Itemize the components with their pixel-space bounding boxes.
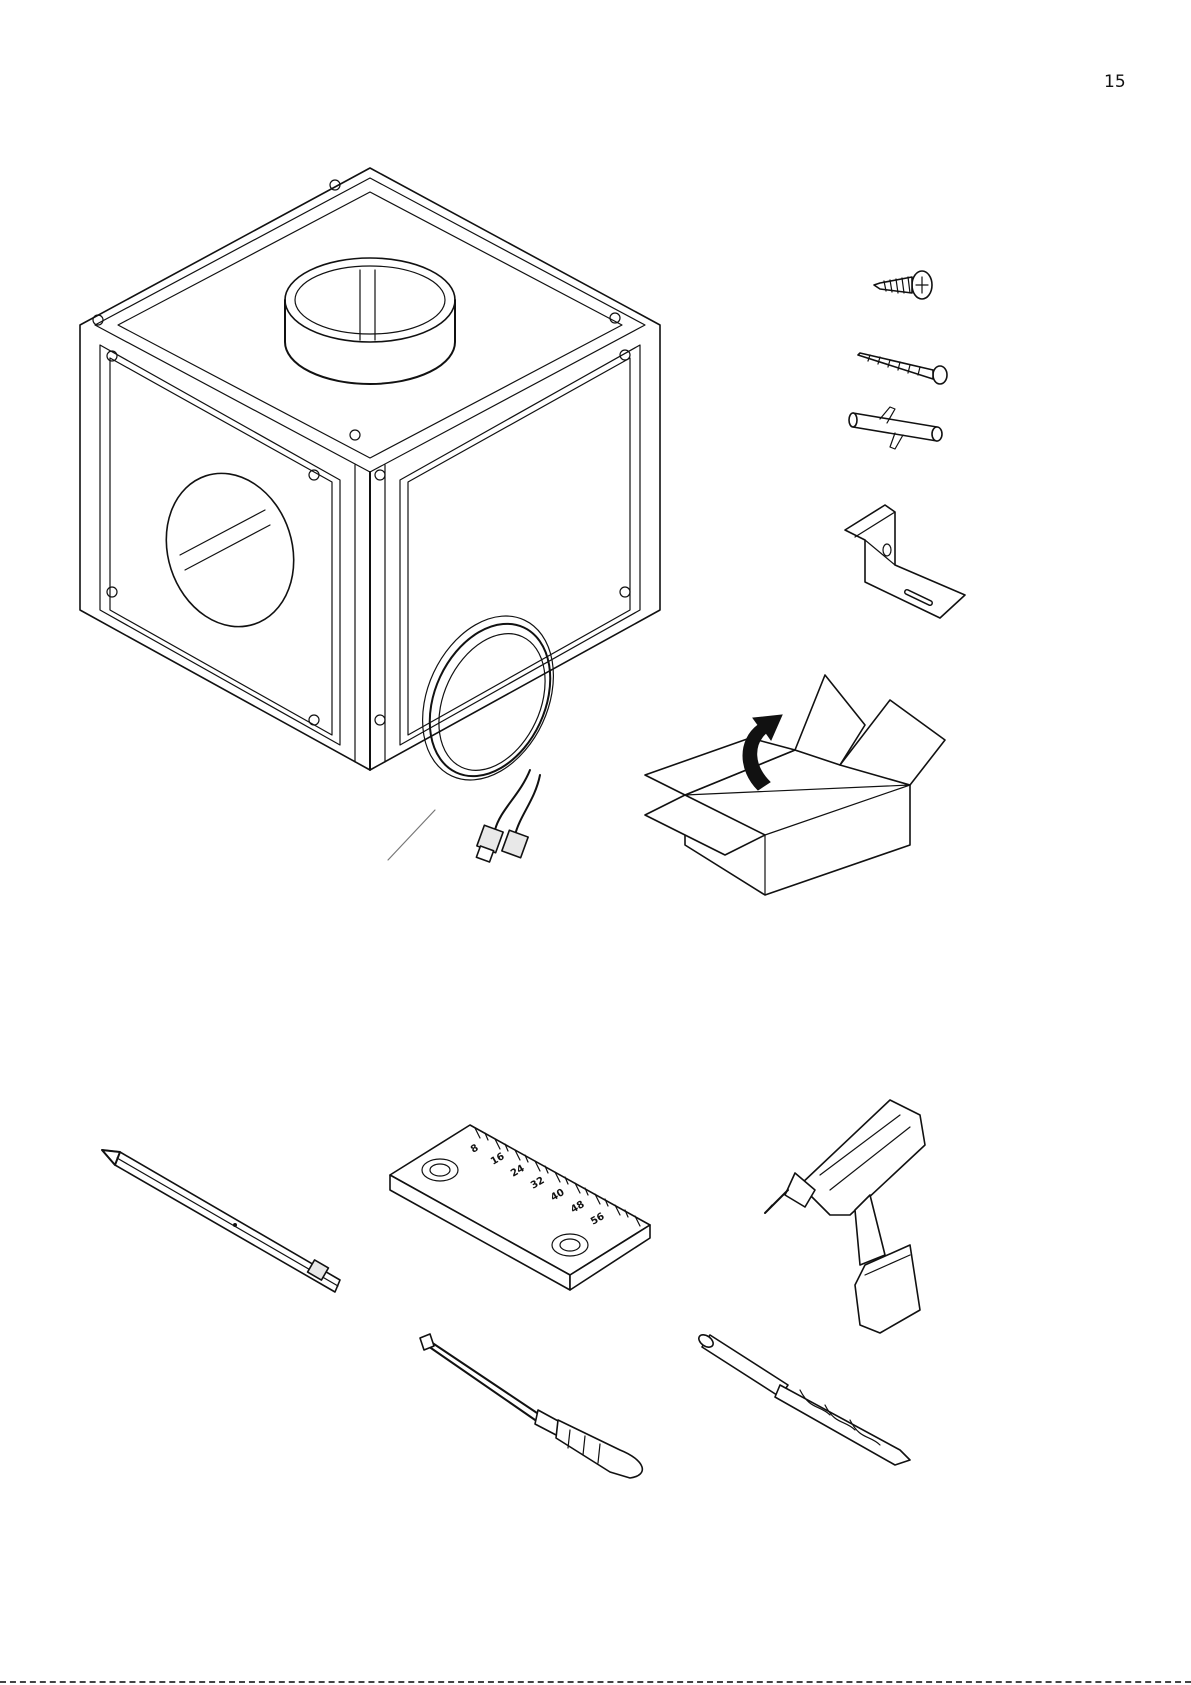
page-edge: [0, 1681, 1191, 1683]
screwdriver-icon: [420, 1330, 660, 1480]
bracket-illustration: [835, 500, 975, 625]
page-number: 15: [1104, 72, 1126, 92]
pencil-icon: [100, 1140, 350, 1300]
screw-long-illustration: [855, 345, 955, 385]
drill-bit-icon: [700, 1325, 930, 1475]
wall-plug-illustration: [845, 405, 950, 455]
drill-icon: [760, 1095, 950, 1335]
cable-illustration: [380, 630, 610, 910]
screw-short-illustration: [870, 265, 940, 305]
ruler-icon: 8 16 24 32 40 48 56: [385, 1120, 655, 1295]
unpack-box-illustration: [640, 670, 950, 900]
